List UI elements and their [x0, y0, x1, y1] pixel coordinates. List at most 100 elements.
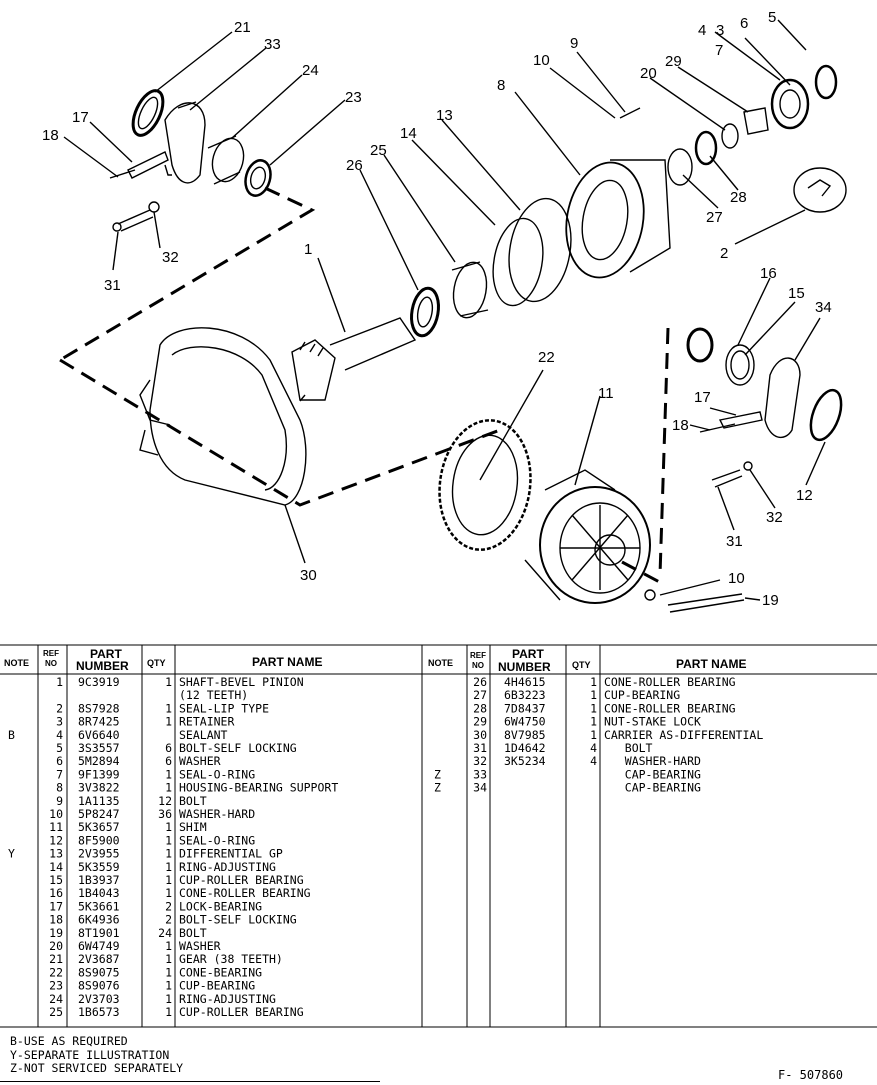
- row-qty: 1: [165, 701, 172, 715]
- callout-16: 16: [760, 265, 777, 282]
- row-qty: 1: [165, 675, 172, 689]
- row-qty: 12: [158, 794, 172, 808]
- callout-19: 19: [762, 592, 779, 609]
- callout-21: 22: [538, 349, 555, 366]
- header-part-right-1: PART: [512, 647, 544, 661]
- row-part-number: 5M2894: [78, 754, 120, 768]
- row-ref-no: 22: [49, 965, 63, 979]
- row-part-name: GEAR (38 TEETH): [179, 952, 283, 966]
- row-part-name: BOLT: [179, 794, 207, 808]
- row-ref-no: 16: [49, 886, 63, 900]
- row-qty: 1: [165, 833, 172, 847]
- row-qty: 1: [165, 965, 172, 979]
- row-ref-no: 5: [56, 741, 63, 755]
- row-part-number: 9C3919: [78, 675, 120, 689]
- row-part-number: 2V3703: [78, 992, 120, 1006]
- row-ref-no: 20: [49, 939, 63, 953]
- row-qty: 4: [590, 741, 597, 755]
- row-part-number: 1B4043: [78, 886, 120, 900]
- row-part-name: BOLT: [604, 741, 653, 755]
- table-row: 31 1D4642 4 BOLT: [473, 741, 652, 755]
- callout-labels: 21 33 24 23 17 18 31 32 1 26 25 14 13 8 …: [42, 9, 832, 609]
- table-row: 24 2V3703 1 RING-ADJUSTING: [49, 992, 276, 1006]
- row-part-name: LOCK-BEARING: [179, 899, 262, 913]
- header-ref-left-2: NO: [45, 659, 57, 668]
- callout-17: 17: [72, 109, 89, 126]
- row-part-number: 3V3822: [78, 781, 120, 795]
- row-qty: 1: [590, 715, 597, 729]
- row-part-name: RING-ADJUSTING: [179, 992, 276, 1006]
- row-part-name: RETAINER: [179, 715, 234, 729]
- callout-6: 6: [740, 15, 748, 32]
- callout-30: 30: [300, 567, 317, 584]
- row-part-name: HOUSING-BEARING SUPPORT: [179, 781, 338, 795]
- row-qty: 4: [590, 754, 597, 768]
- row-ref-no: 15: [49, 873, 63, 887]
- row-part-name: CARRIER AS-DIFFERENTIAL: [604, 728, 763, 742]
- row-qty: 1: [165, 860, 172, 874]
- row-part-number: 4H4615: [504, 675, 546, 689]
- callout-25: 25: [370, 142, 387, 159]
- header-ref-right-2: NO: [472, 661, 484, 670]
- row-ref-no: 27: [473, 688, 487, 702]
- row-qty: 1: [590, 701, 597, 715]
- row-qty: 1: [165, 820, 172, 834]
- row-part-name: DIFFERENTIAL GP: [179, 847, 283, 861]
- row-qty: 1: [165, 992, 172, 1006]
- row-part-number: 8S9075: [78, 965, 120, 979]
- row-part-name: SEAL-O-RING: [179, 767, 255, 781]
- exploded-parts-diagram: 21 33 24 23 17 18 31 32 1 26 25 14 13 8 …: [42, 9, 847, 613]
- callout-32-right: 32: [766, 509, 783, 526]
- row-part-name: CAP-BEARING: [604, 781, 701, 795]
- row-ref-no: 3: [56, 715, 63, 729]
- callout-23: 24: [302, 62, 319, 79]
- row-part-name: CUP-BEARING: [179, 979, 255, 993]
- row-ref-no: 24: [49, 992, 63, 1006]
- row-qty: 6: [165, 754, 172, 768]
- header-note-left: NOTE: [4, 658, 29, 668]
- row-qty: 1: [165, 767, 172, 781]
- header-note-right: NOTE: [428, 658, 453, 668]
- row-ref-no: 31: [473, 741, 487, 755]
- row-ref-no: 9: [56, 794, 63, 808]
- row-part-name: SHAFT-BEVEL PINION: [179, 675, 304, 689]
- row-part-number: 6W4749: [78, 939, 120, 953]
- row-part-number: 6K4936: [78, 913, 120, 927]
- row-qty: 1: [165, 1005, 172, 1019]
- row-part-name: SEAL-O-RING: [179, 833, 255, 847]
- row-part-name: CUP-BEARING: [604, 688, 680, 702]
- row-part-number: 8T1901: [78, 926, 120, 940]
- row-part-number: 6V6640: [78, 728, 120, 742]
- row-qty: 1: [165, 939, 172, 953]
- row-ref-no: 17: [49, 899, 63, 913]
- row-part-name: WASHER-HARD: [179, 807, 255, 821]
- row-part-name: CONE-ROLLER BEARING: [604, 675, 736, 689]
- row-ref-no: 29: [473, 715, 487, 729]
- row-part-number: 6W4750: [504, 715, 546, 729]
- row-qty: 1: [165, 873, 172, 887]
- callout-5: 5: [768, 9, 776, 26]
- bottom-rule: [0, 1081, 380, 1082]
- callout-8: 8: [497, 77, 505, 94]
- row-ref-no: 30: [473, 728, 487, 742]
- callout-12: 14: [400, 125, 417, 142]
- callout-9: 9: [570, 35, 578, 52]
- row-note: Y: [8, 847, 15, 861]
- row-part-number: 3S3557: [78, 741, 120, 755]
- row-part-number: 9F1399: [78, 767, 120, 781]
- callout-31-right: 31: [726, 533, 743, 550]
- row-part-number: 1D4642: [504, 741, 546, 755]
